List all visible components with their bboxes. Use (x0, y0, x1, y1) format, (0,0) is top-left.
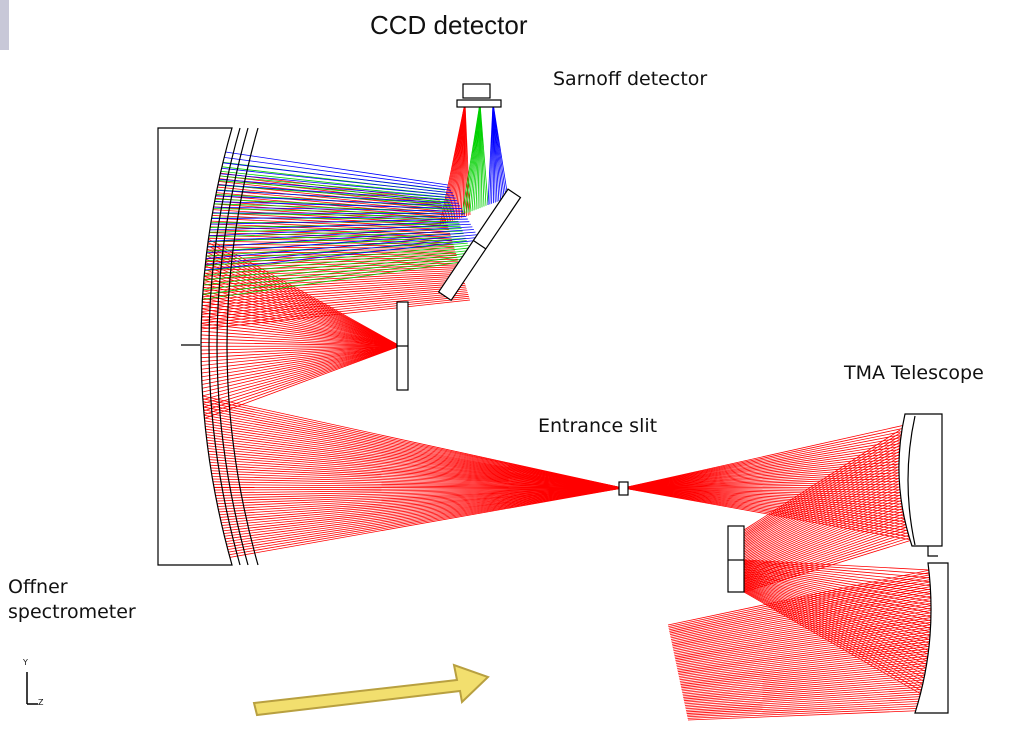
axis-z-label: Z (38, 698, 43, 707)
ray (676, 627, 932, 664)
ray (623, 443, 906, 488)
offner-label-line2: spectrometer (8, 600, 136, 625)
ray (744, 489, 906, 563)
ccd-detector-title: CCD detector (370, 10, 528, 41)
light-direction-arrow (254, 665, 488, 715)
sarnoff-detector-label: Sarnoff detector (553, 68, 707, 90)
ray (198, 346, 400, 381)
tma-primary-mirror (899, 414, 942, 556)
ray (214, 488, 623, 554)
ray (199, 346, 400, 404)
ccd-detector (457, 84, 501, 107)
offner-spectrometer-label: Offner spectrometer (8, 575, 136, 625)
left-edge-rule (0, 0, 9, 50)
tma-secondary-mirror (728, 526, 744, 592)
ray (198, 346, 400, 377)
ray (193, 281, 465, 300)
ray (211, 161, 451, 190)
entrance-slit (619, 482, 628, 495)
ray (198, 255, 472, 290)
ray (671, 591, 931, 639)
axis-y-label: Y (23, 658, 28, 667)
ray (203, 443, 623, 488)
offner-label-line1: Offner (8, 575, 136, 600)
offner-secondary-mirror (397, 302, 408, 390)
ray (683, 674, 934, 695)
entrance-slit-label: Entrance slit (538, 415, 657, 437)
ray (212, 488, 623, 526)
ray (213, 488, 623, 538)
coordinate-axes-icon (27, 672, 38, 704)
tma-telescope-label: TMA Telescope (844, 362, 984, 384)
ray (200, 346, 400, 408)
ray (744, 573, 934, 625)
ray (200, 243, 468, 266)
ray (673, 603, 931, 647)
ray (744, 438, 901, 534)
